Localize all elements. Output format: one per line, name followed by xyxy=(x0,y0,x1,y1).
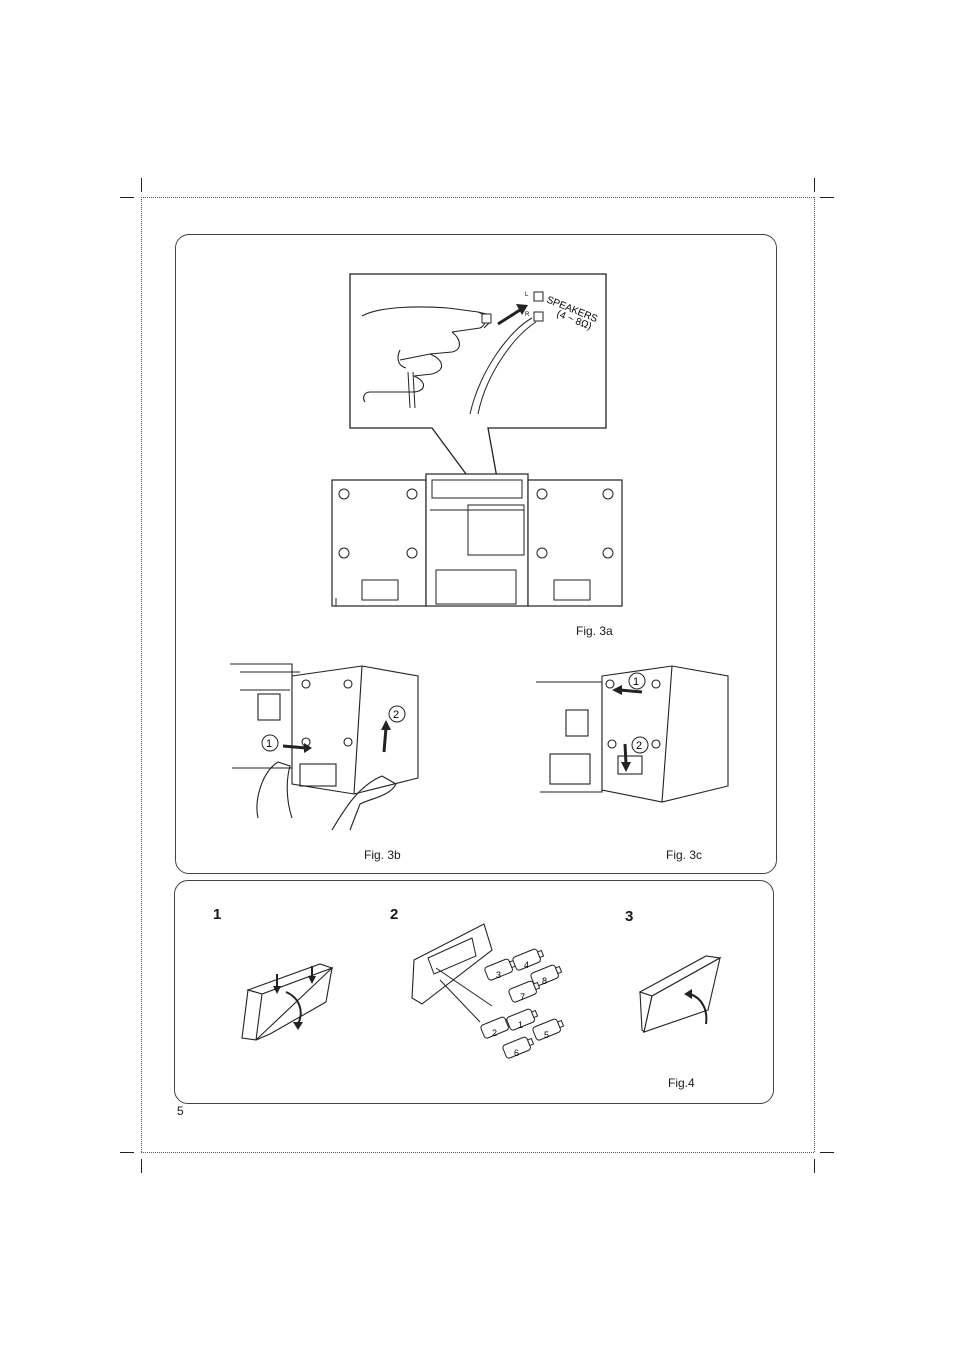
fig3c-step1: 1 xyxy=(633,676,639,688)
crop-mark xyxy=(814,1159,815,1173)
trim-line-top xyxy=(141,197,814,198)
crop-mark xyxy=(141,1159,142,1173)
battery-label-4: 4 xyxy=(524,960,529,970)
fig4-caption: Fig.4 xyxy=(668,1076,695,1090)
crop-mark xyxy=(820,1152,834,1153)
fig3a-caption: Fig. 3a xyxy=(576,624,613,638)
crop-mark xyxy=(814,178,815,192)
terminal-left-label: L xyxy=(525,292,529,298)
figure-panel-3 xyxy=(175,234,777,874)
trim-line-bottom xyxy=(141,1152,814,1153)
trim-line-right xyxy=(814,197,815,1152)
fig3b-step2: 2 xyxy=(393,709,399,721)
battery-label-1: 1 xyxy=(518,1020,523,1030)
fig3c-step2: 2 xyxy=(636,740,642,752)
page-number: 5 xyxy=(177,1104,184,1118)
crop-mark xyxy=(820,197,834,198)
battery-label-6: 6 xyxy=(514,1048,519,1058)
crop-mark xyxy=(120,1152,134,1153)
battery-icon xyxy=(480,948,565,1059)
fig3b-step1: 1 xyxy=(266,738,272,750)
crop-mark xyxy=(141,178,142,192)
fig3c-illustration xyxy=(536,665,729,803)
battery-label-3: 3 xyxy=(496,970,501,980)
battery-label-7: 7 xyxy=(520,992,525,1002)
fig4-step-2: 2 xyxy=(390,906,399,923)
fig3b-caption: Fig. 3b xyxy=(364,848,401,862)
fig3c-caption: Fig. 3c xyxy=(666,848,703,862)
terminal-right-label: R xyxy=(525,312,530,318)
fig4-step-3: 3 xyxy=(625,908,634,925)
battery-label-2: 2 xyxy=(492,1028,497,1038)
figure-panel-4 xyxy=(174,880,774,1104)
fig3b-illustration xyxy=(230,663,419,831)
fig4-step-1: 1 xyxy=(213,906,222,923)
crop-mark xyxy=(120,197,134,198)
trim-line-left xyxy=(141,197,142,1152)
battery-label-5: 5 xyxy=(544,1030,549,1040)
battery-label-8: 8 xyxy=(542,976,547,986)
